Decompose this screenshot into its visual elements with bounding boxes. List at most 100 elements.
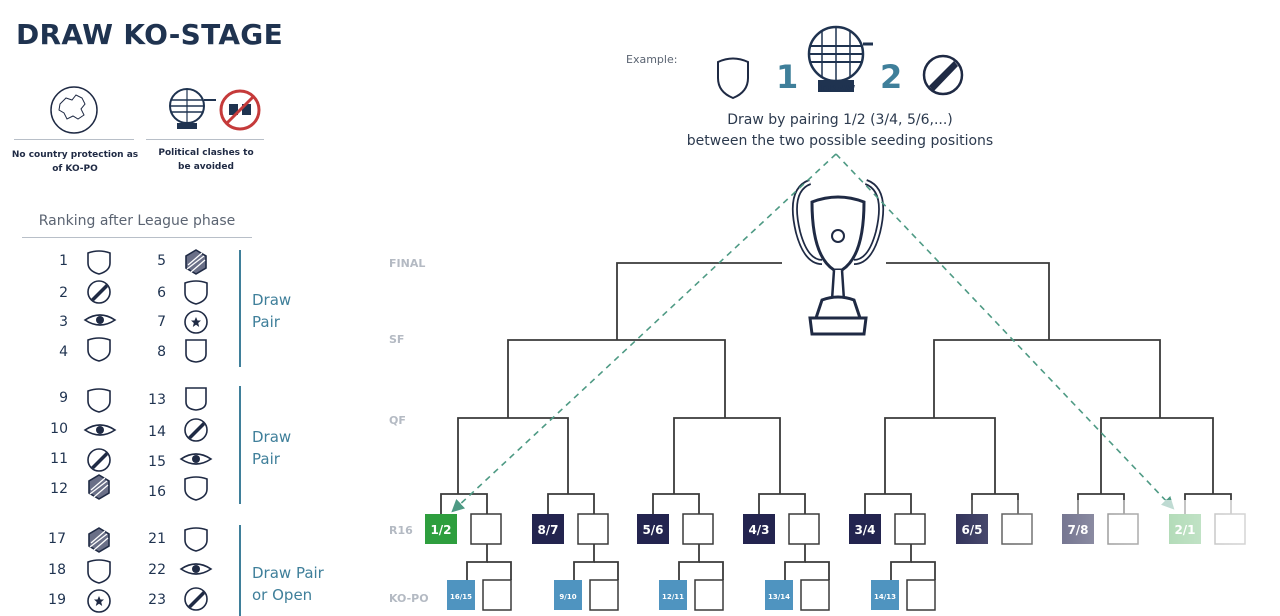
bracket-line: [805, 561, 830, 580]
bracket-line: [784, 544, 806, 580]
bracket-line: [758, 493, 806, 514]
draw-rule-line-1: Draw by pairing 1/2 (3/4, 5/6,...): [727, 112, 953, 128]
bracket-line: [890, 544, 912, 580]
ranking-divider: [22, 237, 252, 238]
round-label-qf: QF: [389, 414, 406, 427]
r16-seed-label: 2/1: [1174, 523, 1195, 537]
rank-number: 8: [157, 344, 166, 360]
r16-seed-label: 6/5: [961, 523, 982, 537]
kopo-seed-label: 14/13: [874, 593, 896, 601]
bracket-line: [673, 417, 781, 494]
bracket-line: [440, 493, 488, 514]
kopo-empty-box: [589, 579, 619, 611]
rank-number: 18: [48, 562, 66, 578]
example-seed-2: 2: [880, 58, 903, 96]
rank-number: 16: [148, 484, 166, 500]
rule-divider-1: [14, 139, 134, 140]
draw-pot-icon: [169, 88, 216, 129]
rank-number: 11: [50, 451, 68, 467]
bracket-line: [886, 262, 1050, 340]
round-label-final: FINAL: [389, 257, 426, 270]
r16-empty-box: [1107, 513, 1139, 545]
r16-seed-label: 3/4: [854, 523, 875, 537]
example-graphic: [717, 25, 964, 100]
kopo-seed-box: [447, 580, 475, 610]
r16-empty-box: [894, 513, 926, 545]
bracket-line: [594, 561, 619, 580]
bracket-line: [884, 417, 996, 494]
bracket-line: [573, 544, 595, 580]
no-clash-icon: [219, 89, 261, 131]
kopo-seed-box: [554, 580, 582, 610]
pairing-arrow-right: [835, 153, 1175, 510]
trophy-icon: [792, 179, 884, 336]
rank-number: 23: [148, 592, 166, 608]
r16-seed-box: [849, 514, 881, 544]
kopo-seed-box: [765, 580, 793, 610]
r16-seed-label: 8/7: [537, 523, 558, 537]
kopo-seed-label: 16/15: [450, 593, 472, 601]
bracket-line: [911, 561, 936, 580]
rank-number: 17: [48, 531, 66, 547]
rank-number: 4: [59, 344, 68, 360]
kopo-empty-box: [482, 579, 512, 611]
pairing-arrow-left: [451, 153, 837, 513]
round-label-r16: R16: [389, 524, 413, 537]
shield-badge-icon: [717, 57, 749, 100]
rank-number: 13: [148, 392, 166, 408]
bracket-line: [616, 262, 782, 340]
page-title: DRAW KO-STAGE: [16, 18, 284, 51]
bracket-line: [652, 493, 700, 514]
kopo-empty-box: [906, 579, 936, 611]
r16-seed-label: 7/8: [1067, 523, 1088, 537]
r16-empty-box: [682, 513, 714, 545]
ranking-title: Ranking after League phase: [38, 213, 236, 229]
r16-seed-label: 1/2: [430, 523, 451, 537]
bracket-line: [547, 493, 595, 514]
r16-empty-box: [470, 513, 502, 545]
r16-empty-box: [1214, 513, 1246, 545]
europe-map-icon: [50, 86, 98, 134]
kopo-seed-label: 9/10: [559, 593, 576, 601]
r16-empty-box: [788, 513, 820, 545]
r16-seed-box: [425, 514, 457, 544]
r16-seed-label: 5/6: [642, 523, 663, 537]
r16-seed-box: [743, 514, 775, 544]
bracket-line: [864, 493, 912, 514]
rank-number: 19: [48, 592, 66, 608]
group-bar: [239, 525, 241, 616]
group-bar: [239, 386, 241, 504]
bracket-line: [507, 339, 726, 418]
r16-seed-box: [637, 514, 669, 544]
rank-number: 7: [157, 314, 166, 330]
bracket-line: [971, 493, 1019, 514]
bracket-line: [1184, 493, 1232, 514]
kopo-seed-box: [871, 580, 899, 610]
rules-icons: [50, 86, 261, 134]
bracket-line: [1077, 493, 1125, 514]
rank-number: 14: [148, 424, 166, 440]
rank-number: 10: [50, 421, 68, 437]
bracket-line: [678, 544, 700, 580]
kopo-seed-label: 13/14: [768, 593, 790, 601]
bracket-line: [466, 544, 488, 580]
bracket-line: [1100, 417, 1214, 494]
rank-number: 5: [157, 253, 166, 269]
rule-divider-2: [146, 139, 264, 140]
rank-number: 9: [59, 390, 68, 406]
bracket-line: [457, 417, 569, 494]
striped-badge-icon: [922, 54, 964, 96]
rank-number: 12: [50, 481, 68, 497]
draw-pot-label: DRAW: [820, 84, 856, 95]
bracket-line: [699, 561, 724, 580]
draw-pot-icon: [807, 25, 873, 92]
rank-number: 2: [59, 285, 68, 301]
kopo-empty-box: [694, 579, 724, 611]
rank-number: 6: [157, 285, 166, 301]
